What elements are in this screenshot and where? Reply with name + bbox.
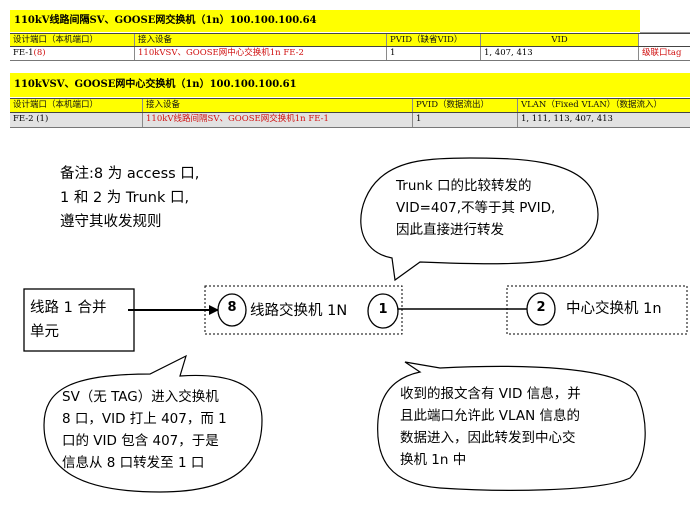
callout-top-line-3: 因此直接进行转发 (396, 222, 504, 238)
callout-bottom-left-bubble (43, 354, 263, 493)
table2-pvid-cell: 1 (413, 113, 518, 127)
table1-header-port: 设计端口（本机端口） (10, 34, 135, 46)
callout-top-line-2: VID=407,不等于其 PVID, (396, 200, 556, 216)
callout-top-line-1: Trunk 口的比较转发的 (396, 178, 532, 194)
table1-port-name: FE-1 (13, 48, 34, 58)
table1-pvid-cell: 1 (387, 47, 481, 60)
table1-header-device: 接入设备 (135, 34, 387, 46)
port-8-label: 8 (227, 300, 237, 315)
table2-header-row: 设计端口（本机端口） 接入设备 PVID（数据流出） VLAN（Fixed VL… (10, 98, 690, 113)
callout-bottom-right-line-2: 且此端口允许此 VLAN 信息的 (400, 408, 580, 424)
table1-device-cell: 110kVSV、GOOSE网中心交换机1n FE-2 (135, 47, 387, 60)
source-box (23, 288, 135, 352)
callout-bottom-left-text: SV（无 TAG）进入交换机 8 口，VID 打上 407，而 1 口的 VID… (62, 386, 227, 474)
table2-device-cell: 110kV线路间隔SV、GOOSE网交换机1n FE-1 (143, 113, 413, 127)
table2-header-port: 设计端口（本机端口） (10, 99, 143, 112)
table2-vlan-cell: 1, 111, 113, 407, 413 (521, 114, 613, 124)
note-line-2: 1 和 2 为 Trunk 口, (60, 190, 190, 206)
table1-header-vid: VID (481, 34, 639, 46)
line-switch-label: 线路交换机 1N (250, 303, 348, 319)
table1-port-number: (8) (33, 48, 46, 58)
callout-bottom-left-line-2: 8 口，VID 打上 407，而 1 (62, 411, 227, 427)
center-switch-label: 中心交换机 1n (566, 301, 662, 317)
callout-bottom-left-line-1: SV（无 TAG）进入交换机 (62, 389, 219, 405)
port-8-circle (217, 293, 247, 327)
callout-bottom-right-line-3: 数据进入，因此转发到中心交 (400, 430, 576, 446)
table1-header-empty (639, 34, 690, 46)
table2-header-pvid: PVID（数据流出） (413, 99, 518, 112)
port-1-circle (367, 293, 399, 329)
table1-vid-cell: 1, 407, 413 (481, 47, 639, 60)
port-2-label: 2 (536, 300, 546, 315)
callout-bottom-right-bubble (377, 361, 646, 491)
table1-header-pvid: PVID（缺省VID） (387, 34, 481, 46)
callout-bottom-right-text: 收到的报文含有 VID 信息，并 且此端口允许此 VLAN 信息的 数据进入，因… (400, 383, 581, 471)
callout-bottom-right-line-1: 收到的报文含有 VID 信息，并 (400, 386, 581, 402)
source-box-line-2: 单元 (30, 324, 59, 340)
callout-bottom-right-line-4: 换机 1n 中 (400, 452, 467, 468)
port-2-circle (526, 292, 556, 326)
source-box-line-1: 线路 1 合并 (30, 300, 107, 316)
table2-header-device: 接入设备 (143, 99, 413, 112)
source-box-text: 线路 1 合并 单元 (30, 296, 106, 344)
table1-data-row: FE-1(8) 110kVSV、GOOSE网中心交换机1n FE-2 1 1, … (10, 47, 690, 61)
callout-top-bubble (360, 157, 599, 282)
table1-note-cell: 级联口tag (642, 48, 682, 58)
table2-title: 110kVSV、GOOSE网中心交换机（1n）100.100.100.61 (10, 73, 690, 97)
table1-header-row: 设计端口（本机端口） 接入设备 PVID（缺省VID） VID (10, 33, 690, 47)
table2-data-row: FE-2 (1) 110kV线路间隔SV、GOOSE网交换机1n FE-1 1 … (10, 113, 690, 128)
table1-title: 110kV线路间隔SV、GOOSE网交换机（1n）100.100.100.64 (10, 10, 640, 32)
callout-bottom-left-line-3: 口的 VID 包含 407，于是 (62, 433, 219, 449)
note-line-1: 备注:8 为 access 口, (60, 166, 200, 182)
center-switch-frame (506, 285, 688, 335)
callout-top-text: Trunk 口的比较转发的 VID=407,不等于其 PVID, 因此直接进行转… (396, 175, 555, 241)
port-1-label: 1 (378, 302, 388, 317)
callout-bottom-left-line-4: 信息从 8 口转发至 1 口 (62, 455, 205, 471)
table2-port-cell: FE-2 (1) (10, 113, 143, 127)
table1-port-cell: FE-1(8) (10, 47, 135, 60)
table2-header-vlan: VLAN（Fixed VLAN）（数据流入） (521, 100, 663, 110)
note-line-3: 遵守其收发规则 (60, 214, 162, 230)
note-text: 备注:8 为 access 口, 1 和 2 为 Trunk 口, 遵守其收发规… (60, 162, 199, 234)
table1-title-cell-empty (640, 10, 690, 33)
